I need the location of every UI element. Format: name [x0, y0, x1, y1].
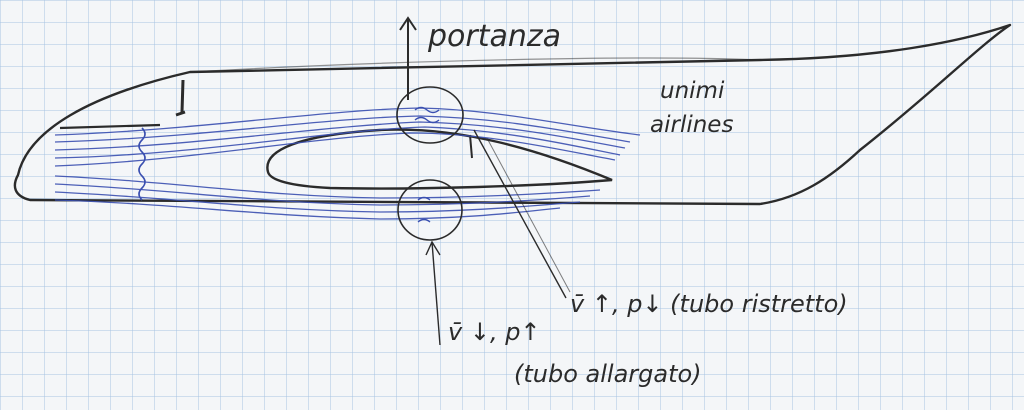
- lower-region-note-line1: v̄ ↓, p↑: [448, 318, 541, 346]
- lower-region-note-line2: (tubo allargato): [514, 360, 702, 388]
- airline-label-line2: airlines: [650, 112, 733, 138]
- upper-region-note: v̄ ↑, p↓ (tubo ristretto): [570, 290, 848, 318]
- airline-label-line1: unimi: [660, 78, 725, 104]
- lift-label: portanza: [427, 19, 561, 54]
